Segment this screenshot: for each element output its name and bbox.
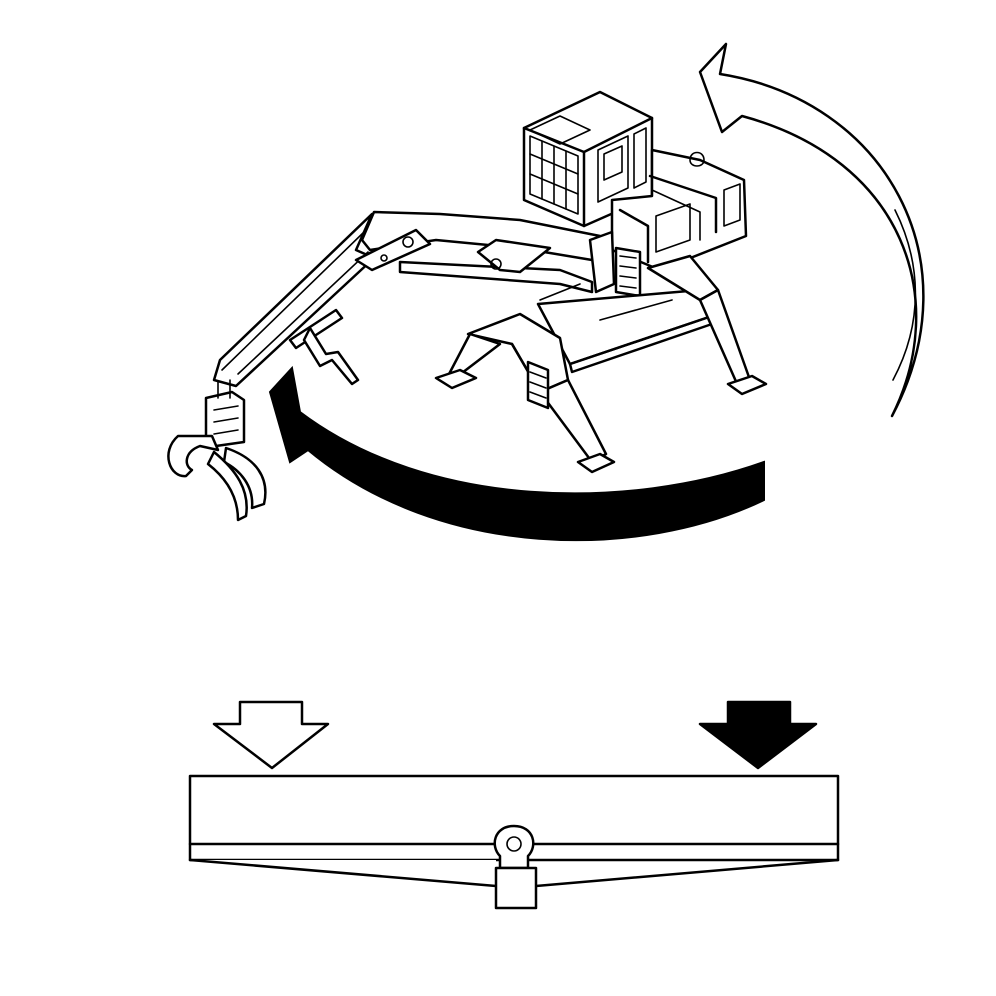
cab	[522, 90, 654, 228]
pivot-mount-icon	[493, 824, 538, 910]
curved-arrow-outline-icon	[698, 42, 925, 418]
down-arrow-solid-icon	[698, 700, 818, 770]
curved-arrow-solid-icon	[268, 365, 765, 542]
down-arrow-outline-icon	[212, 700, 330, 770]
log-loader-machine-icon	[167, 90, 768, 522]
carrier-frame	[434, 254, 768, 474]
boom	[212, 210, 642, 388]
grapple	[167, 379, 267, 522]
